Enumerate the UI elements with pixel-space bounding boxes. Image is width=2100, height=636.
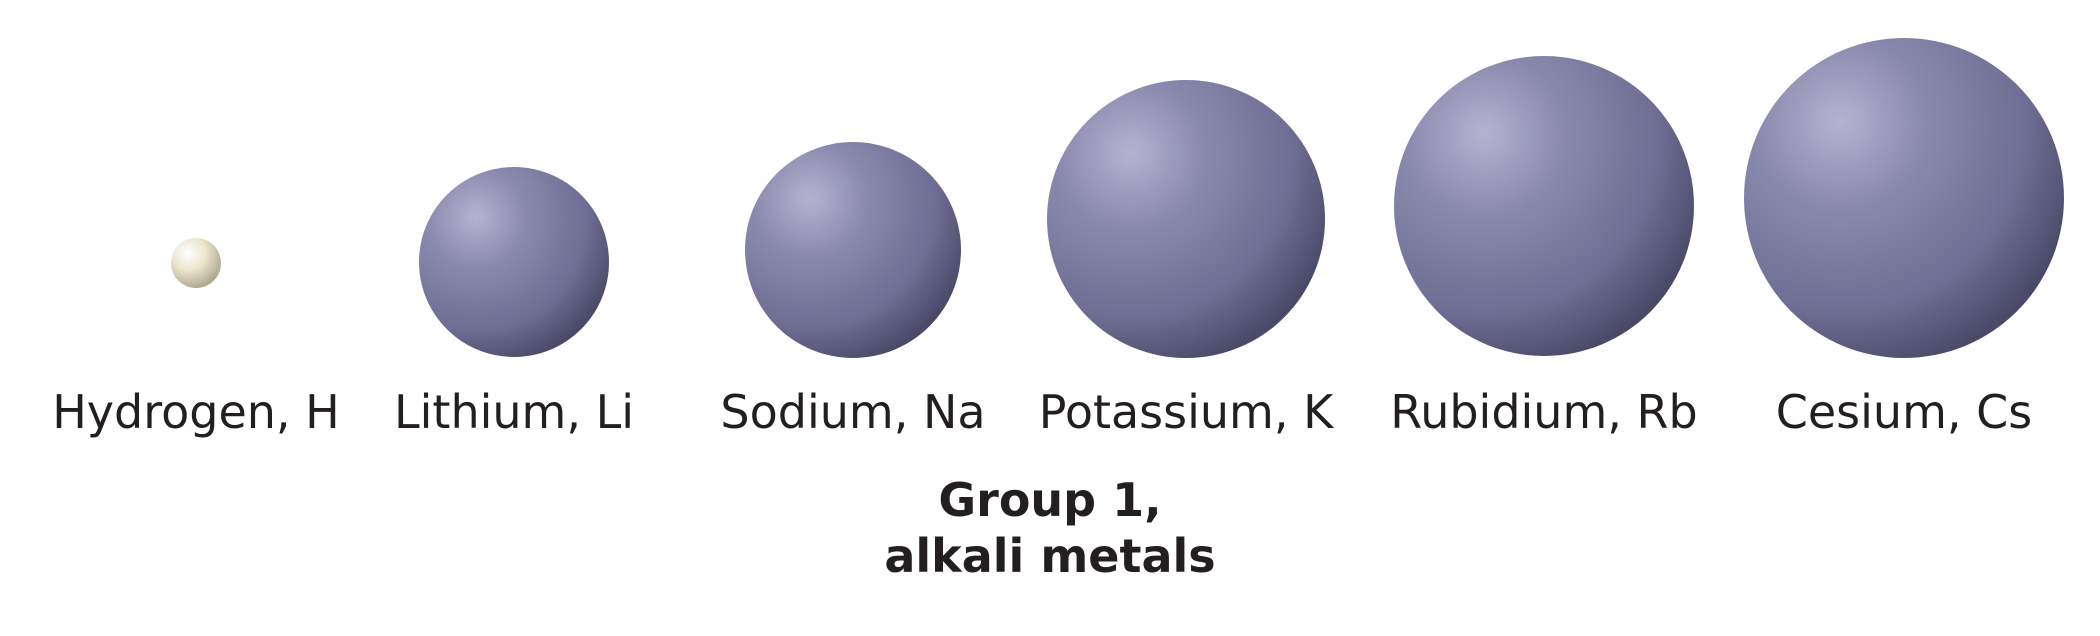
rubidium-label: Rubidium, Rb (1390, 385, 1698, 439)
lithium-label: Lithium, Li (394, 385, 634, 439)
group-title: Group 1, alkali metals (650, 472, 1450, 584)
cesium-atom (1744, 38, 2064, 358)
hydrogen-label: Hydrogen, H (52, 385, 340, 439)
potassium-atom (1047, 80, 1325, 358)
potassium-label: Potassium, K (1038, 385, 1334, 439)
sodium-label: Sodium, Na (720, 385, 986, 439)
sodium-atom (745, 142, 961, 358)
group-title-line-2: alkali metals (884, 529, 1216, 583)
hydrogen-atom (171, 238, 221, 288)
lithium-atom (419, 167, 609, 357)
rubidium-atom (1394, 56, 1694, 356)
group-title-line-1: Group 1, (938, 473, 1162, 527)
cesium-label: Cesium, Cs (1775, 385, 2033, 439)
